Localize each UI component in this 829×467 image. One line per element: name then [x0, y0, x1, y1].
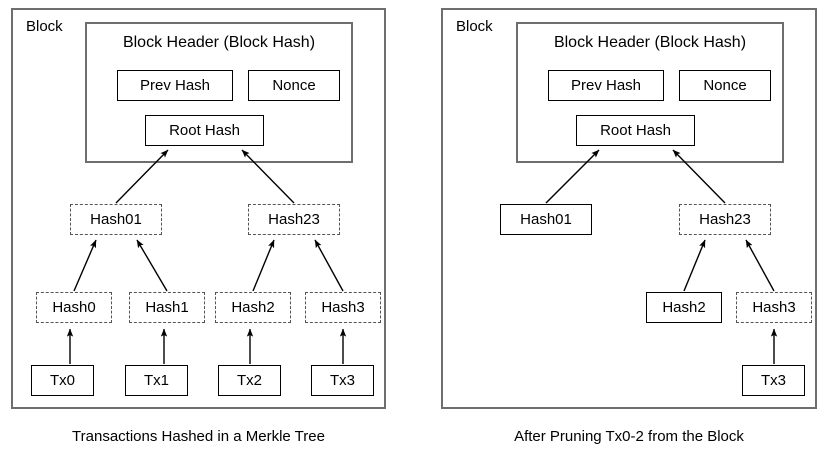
tx0-box-left[interactable]: Tx0	[31, 365, 94, 396]
hash0-box-left[interactable]: Hash0	[36, 292, 112, 323]
caption-left: Transactions Hashed in a Merkle Tree	[72, 428, 325, 445]
hash01-box-left[interactable]: Hash01	[70, 204, 162, 235]
hash3-box-left[interactable]: Hash3	[305, 292, 381, 323]
prev-hash-box-left[interactable]: Prev Hash	[117, 70, 233, 101]
tx1-box-left[interactable]: Tx1	[125, 365, 188, 396]
root-hash-box-right[interactable]: Root Hash	[576, 115, 695, 146]
hash2-box-right[interactable]: Hash2	[646, 292, 722, 323]
block-label-left: Block	[26, 18, 63, 35]
hash23-box-left[interactable]: Hash23	[248, 204, 340, 235]
tx2-box-left[interactable]: Tx2	[218, 365, 281, 396]
hash01-box-right[interactable]: Hash01	[500, 204, 592, 235]
block-header-title-right: Block Header (Block Hash)	[553, 34, 747, 51]
block-header-title-left: Block Header (Block Hash)	[122, 34, 316, 51]
hash2-box-left[interactable]: Hash2	[215, 292, 291, 323]
caption-right: After Pruning Tx0-2 from the Block	[514, 428, 744, 445]
hash1-box-left[interactable]: Hash1	[129, 292, 205, 323]
nonce-box-right[interactable]: Nonce	[679, 70, 771, 101]
tx3-box-right[interactable]: Tx3	[742, 365, 805, 396]
block-label-right: Block	[456, 18, 493, 35]
nonce-box-left[interactable]: Nonce	[248, 70, 340, 101]
tx3-box-left[interactable]: Tx3	[311, 365, 374, 396]
root-hash-box-left[interactable]: Root Hash	[145, 115, 264, 146]
hash23-box-right[interactable]: Hash23	[679, 204, 771, 235]
prev-hash-box-right[interactable]: Prev Hash	[548, 70, 664, 101]
hash3-box-right[interactable]: Hash3	[736, 292, 812, 323]
